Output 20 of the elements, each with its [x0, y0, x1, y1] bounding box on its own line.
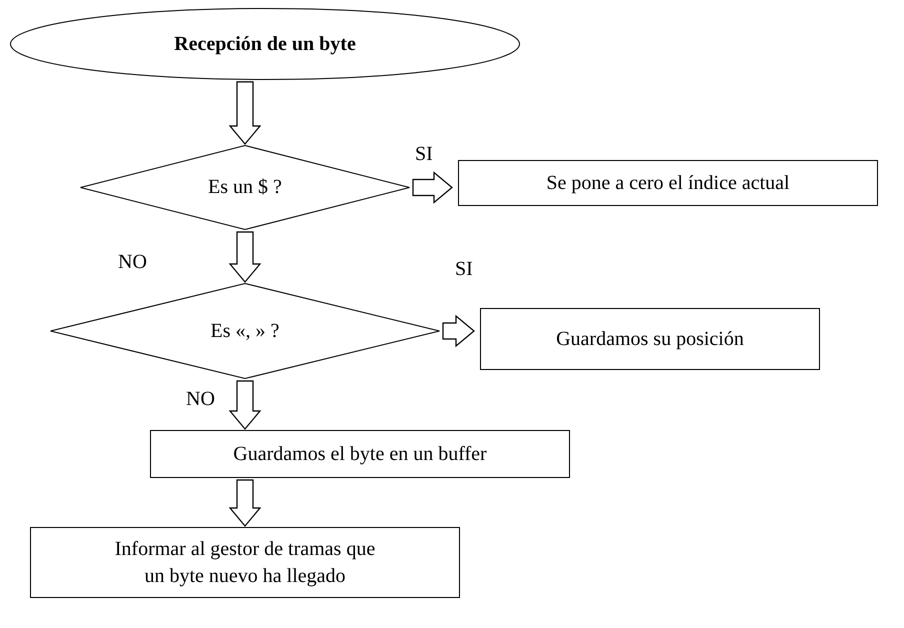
- process-label: Guardamos su posición: [555, 326, 745, 352]
- decision-diamond: [50, 283, 440, 379]
- decision-label: Es un $ ?: [208, 175, 282, 200]
- block-arrow: [442, 314, 475, 348]
- process-box: [480, 308, 820, 370]
- block-arrow: [228, 380, 262, 430]
- decision-label: Es «, » ?: [210, 318, 280, 344]
- block-arrow: [412, 171, 453, 204]
- start-ellipse: [10, 8, 520, 80]
- process-label: Informar al gestor de tramas que un byte nuevo ha llegado: [114, 536, 376, 588]
- block-arrow: [228, 479, 262, 527]
- block-arrow: [228, 81, 262, 145]
- process-box: [150, 430, 570, 478]
- process-box: [30, 527, 460, 598]
- start-label: Recepción de un byte: [174, 32, 356, 56]
- process-label: Guardamos el byte en un buffer: [232, 442, 488, 466]
- process-label: Se pone a cero el índice actual: [545, 170, 791, 196]
- decision-diamond: [80, 145, 410, 230]
- block-arrow: [228, 231, 262, 283]
- process-box: [458, 160, 878, 206]
